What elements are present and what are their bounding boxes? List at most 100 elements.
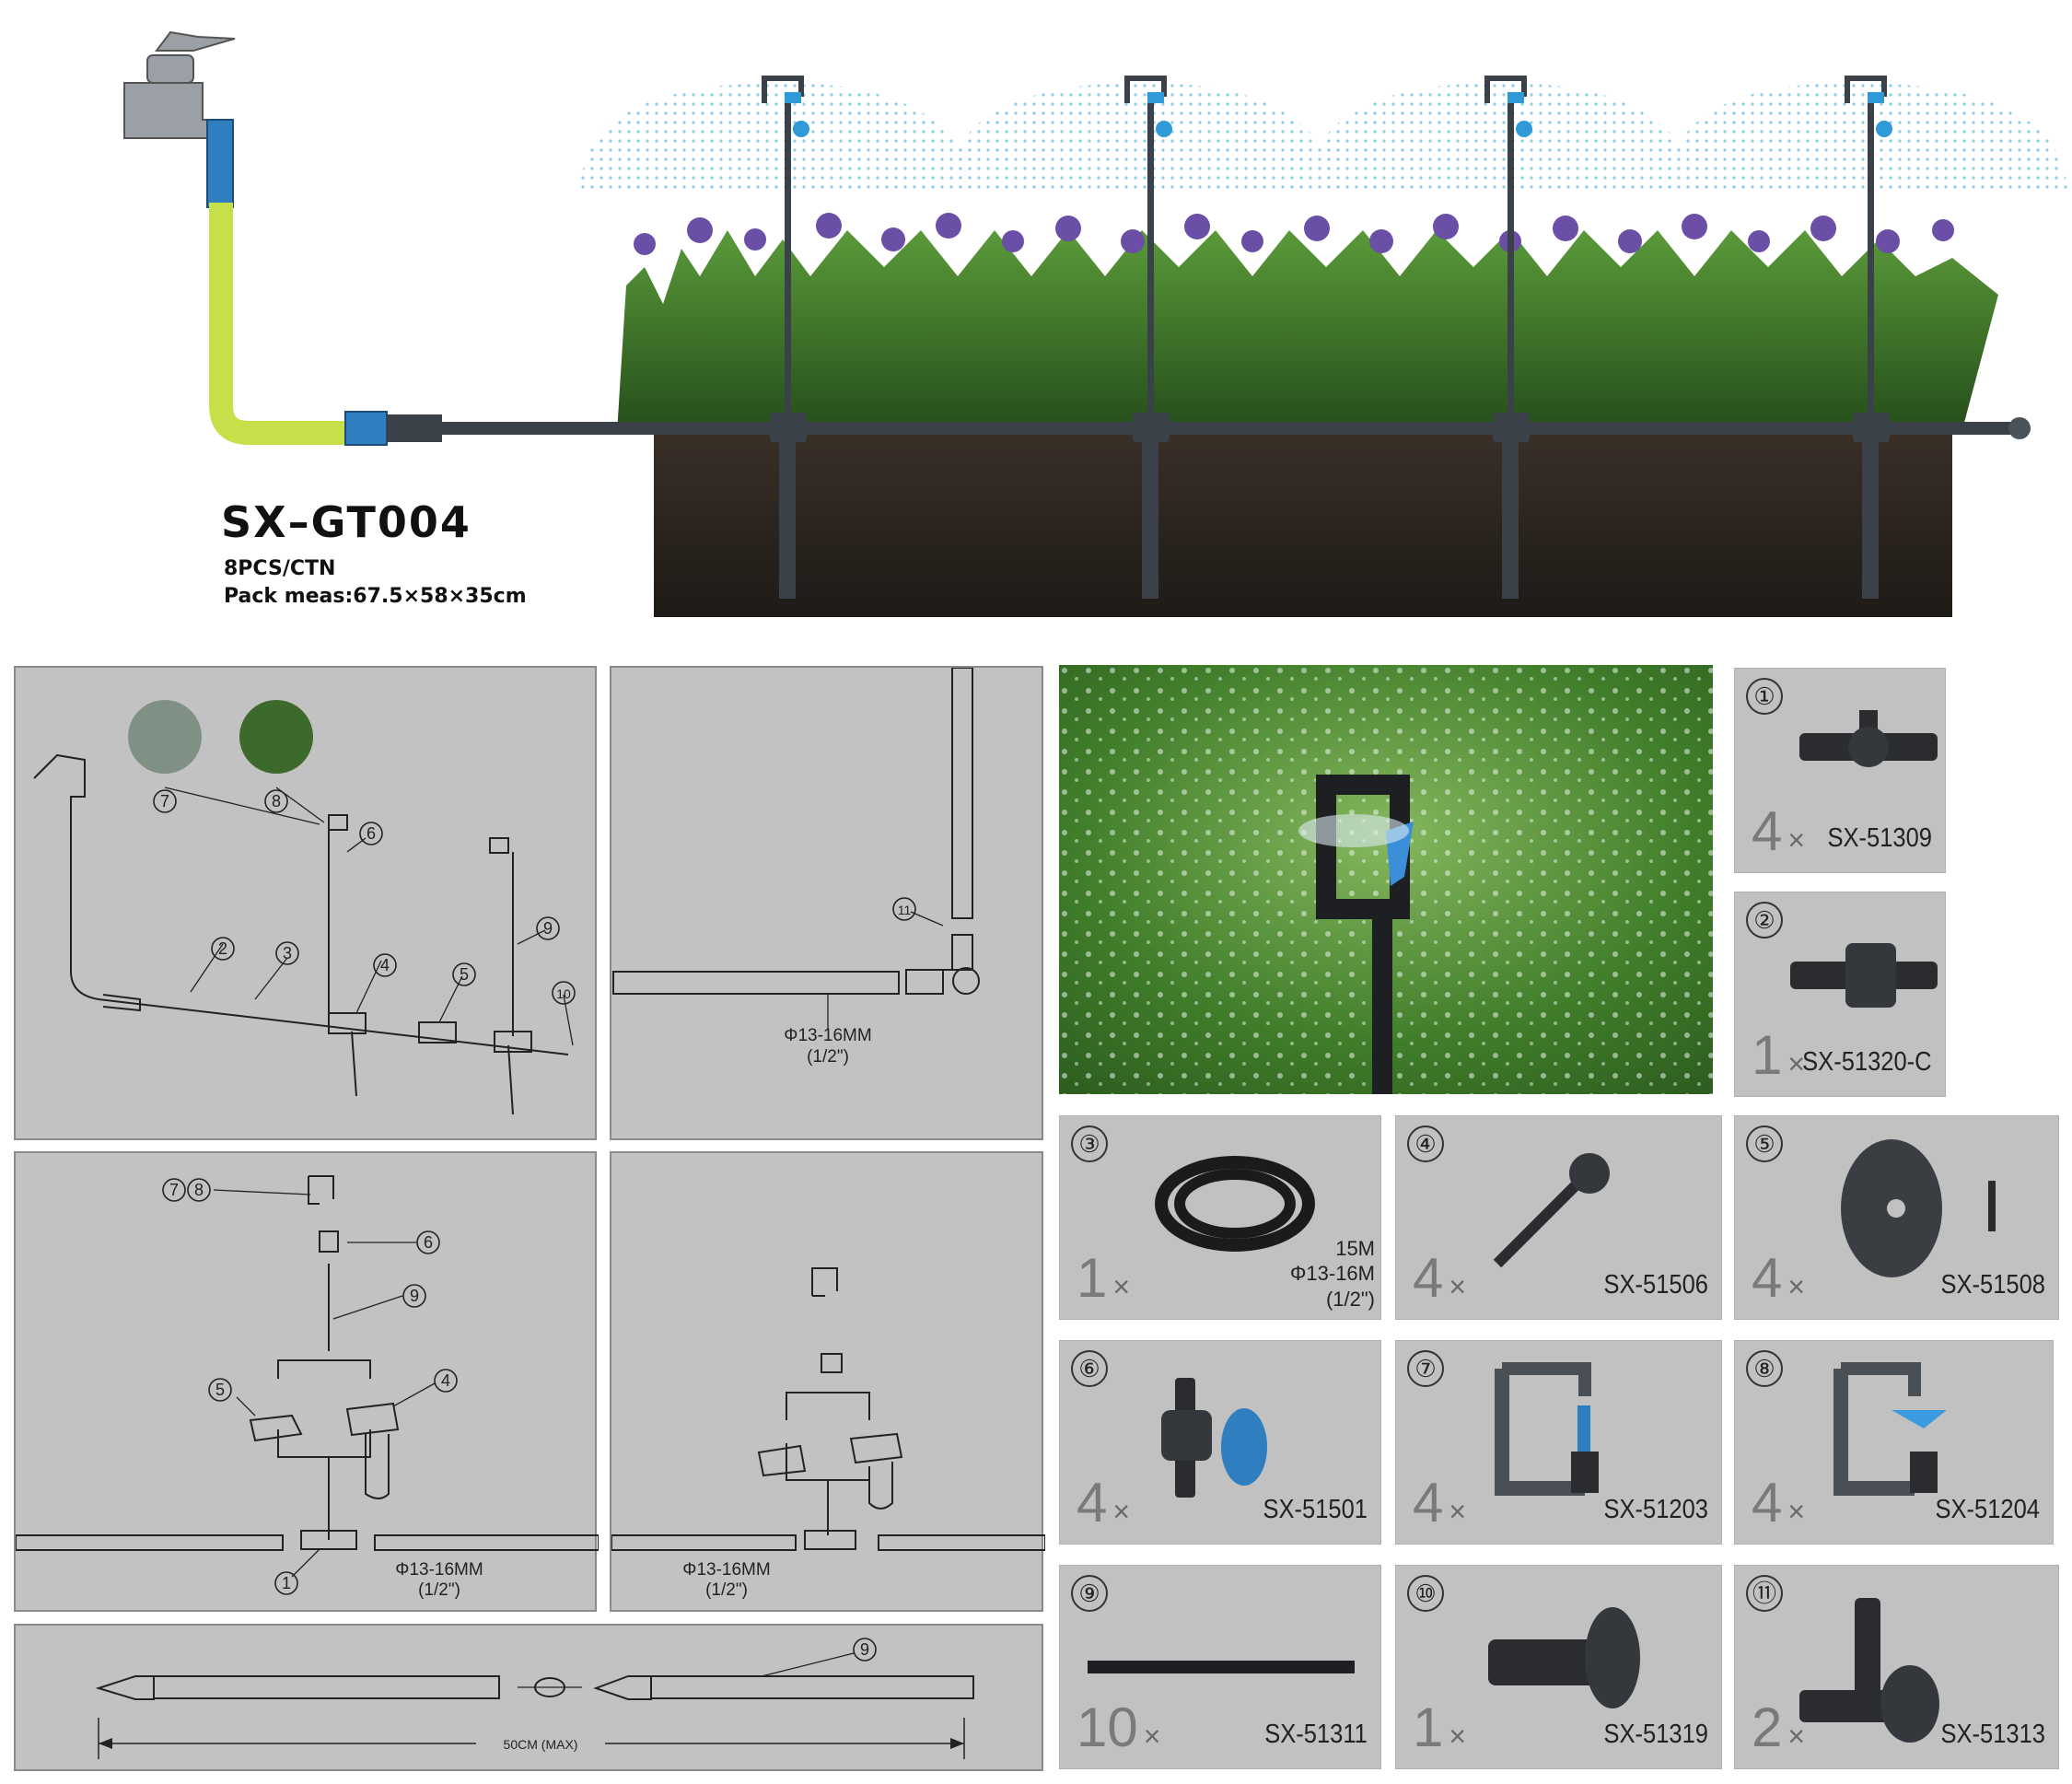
part-image-9 [1088, 1661, 1355, 1673]
part-image-3 [1155, 1156, 1315, 1252]
part-quantity-value: 10 [1077, 1697, 1138, 1758]
part-quantity: 2× [1752, 1700, 1805, 1755]
multiply-sign: × [1449, 1720, 1467, 1753]
pipe-inch-label-2: (1/2") [418, 1580, 460, 1600]
svg-text:9: 9 [410, 1287, 419, 1305]
svg-text:5: 5 [460, 965, 469, 984]
sprinkler-photo [1059, 665, 1713, 1094]
svg-text:10: 10 [556, 986, 571, 1001]
part-quantity-value: 2 [1752, 1697, 1783, 1758]
part-number: ⑪ [1746, 1575, 1783, 1612]
svg-text:4: 4 [441, 1371, 450, 1390]
svg-text:6: 6 [367, 824, 376, 843]
part-code: SX-51319 [1603, 1720, 1708, 1749]
diagram-panel-elbow: 11 Φ13-16MM (1/2") [610, 666, 1043, 1140]
part-quantity: 1× [1752, 1028, 1805, 1083]
svg-text:6: 6 [424, 1233, 433, 1252]
svg-text:7: 7 [169, 1181, 179, 1199]
part-card-2: ② 1×SX-51320-C [1734, 892, 1946, 1097]
part-number: ④ [1407, 1125, 1444, 1162]
product-model: SX–GT004 [221, 497, 471, 547]
part-image-7 [1495, 1362, 1599, 1496]
diagram-panel-assembled: Φ13-16MM (1/2") [610, 1151, 1045, 1612]
diagram-panel-overview: 7 8 6 2 3 4 5 9 10 [14, 666, 597, 1140]
pcs-per-carton: 8PCS/CTN [224, 557, 336, 580]
part-image-10 [1488, 1607, 1640, 1708]
hose-spec-line: Φ13-16M [1289, 1262, 1375, 1285]
part-code: SX-51501 [1263, 1495, 1368, 1524]
part-image-1 [1799, 710, 1938, 767]
part-card-8: ⑧ 4× SX-51204 [1734, 1340, 2054, 1545]
part-quantity-value: 4 [1413, 1247, 1444, 1309]
diagram-panel-stake-length: 9 50CM (MAX) [14, 1624, 1043, 1771]
part-image-2 [1790, 943, 1938, 1008]
svg-text:9: 9 [860, 1640, 869, 1659]
multiply-sign: × [1787, 1720, 1806, 1753]
part-quantity-value: 4 [1077, 1472, 1108, 1533]
multiply-sign: × [1449, 1495, 1467, 1528]
flowers [634, 213, 1954, 255]
part-number: ② [1746, 902, 1783, 939]
svg-text:8: 8 [194, 1181, 204, 1199]
part-quantity: 4× [1413, 1251, 1466, 1306]
multiply-sign: × [1787, 1495, 1806, 1528]
part-quantity-value: 1 [1077, 1247, 1108, 1309]
faucet [123, 30, 236, 139]
pipe-inch-label-3: (1/2") [705, 1580, 748, 1600]
pack-measurements: Pack meas:67.5×58×35cm [224, 585, 527, 608]
part-image-5 [1841, 1139, 1996, 1277]
garden-hose [209, 203, 350, 445]
part-code: SX-51204 [1935, 1495, 2040, 1524]
svg-text:9: 9 [543, 919, 553, 938]
risers [770, 101, 1890, 599]
part-quantity: 1× [1413, 1700, 1466, 1755]
part-code: SX-51309 [1827, 823, 1932, 853]
svg-text:1: 1 [282, 1574, 291, 1592]
grass [617, 230, 1998, 433]
svg-text:7: 7 [160, 792, 169, 810]
part-image-6 [1161, 1378, 1267, 1498]
part-quantity-value: 4 [1752, 1472, 1783, 1533]
pipe-size-label: Φ13-16MM [784, 1026, 871, 1045]
part-code: SX-51313 [1940, 1720, 2045, 1749]
part-number: ③ [1071, 1125, 1108, 1162]
riser-length-label: 50CM (MAX) [504, 1737, 578, 1752]
part-number: ⑥ [1071, 1350, 1108, 1387]
part-quantity-value: 4 [1752, 1247, 1783, 1309]
multiply-sign: × [1787, 823, 1806, 857]
part-code: SX-51320-C [1802, 1047, 1932, 1077]
part-number: ⑦ [1407, 1350, 1444, 1387]
part-quantity: 10× [1077, 1700, 1160, 1755]
part-quantity-value: 1 [1413, 1697, 1444, 1758]
part-quantity: 4× [1752, 1475, 1805, 1531]
part-quantity: 4× [1752, 1251, 1805, 1306]
part-code: SX-51508 [1940, 1270, 2045, 1300]
pipe-size-label-3: Φ13-16MM [682, 1560, 770, 1580]
photo-thumb-8 [239, 700, 313, 774]
multiply-sign: × [1787, 1270, 1806, 1303]
part-image-8 [1833, 1362, 1947, 1496]
svg-text:4: 4 [380, 956, 390, 974]
svg-text:8: 8 [272, 792, 281, 810]
svg-text:3: 3 [283, 944, 292, 962]
callouts: 7 8 6 2 3 4 5 9 10 [153, 789, 576, 1005]
diagram-panel-riser-assembly: 7 8 6 9 5 4 1 Φ13-16MM (1/2") [14, 1151, 599, 1612]
part-quantity: 4× [1752, 804, 1805, 859]
sprinkler-heads [762, 76, 1892, 137]
multiply-sign: × [1787, 1047, 1806, 1080]
svg-text:2: 2 [218, 939, 227, 958]
pipe-size-label-2: Φ13-16MM [395, 1560, 483, 1580]
svg-text:5: 5 [215, 1381, 225, 1399]
part-number: ⑧ [1746, 1350, 1783, 1387]
part-number: ⑩ [1407, 1575, 1444, 1612]
part-image-4 [1493, 1153, 1610, 1268]
hose-spec-line: 15M [1335, 1236, 1375, 1260]
